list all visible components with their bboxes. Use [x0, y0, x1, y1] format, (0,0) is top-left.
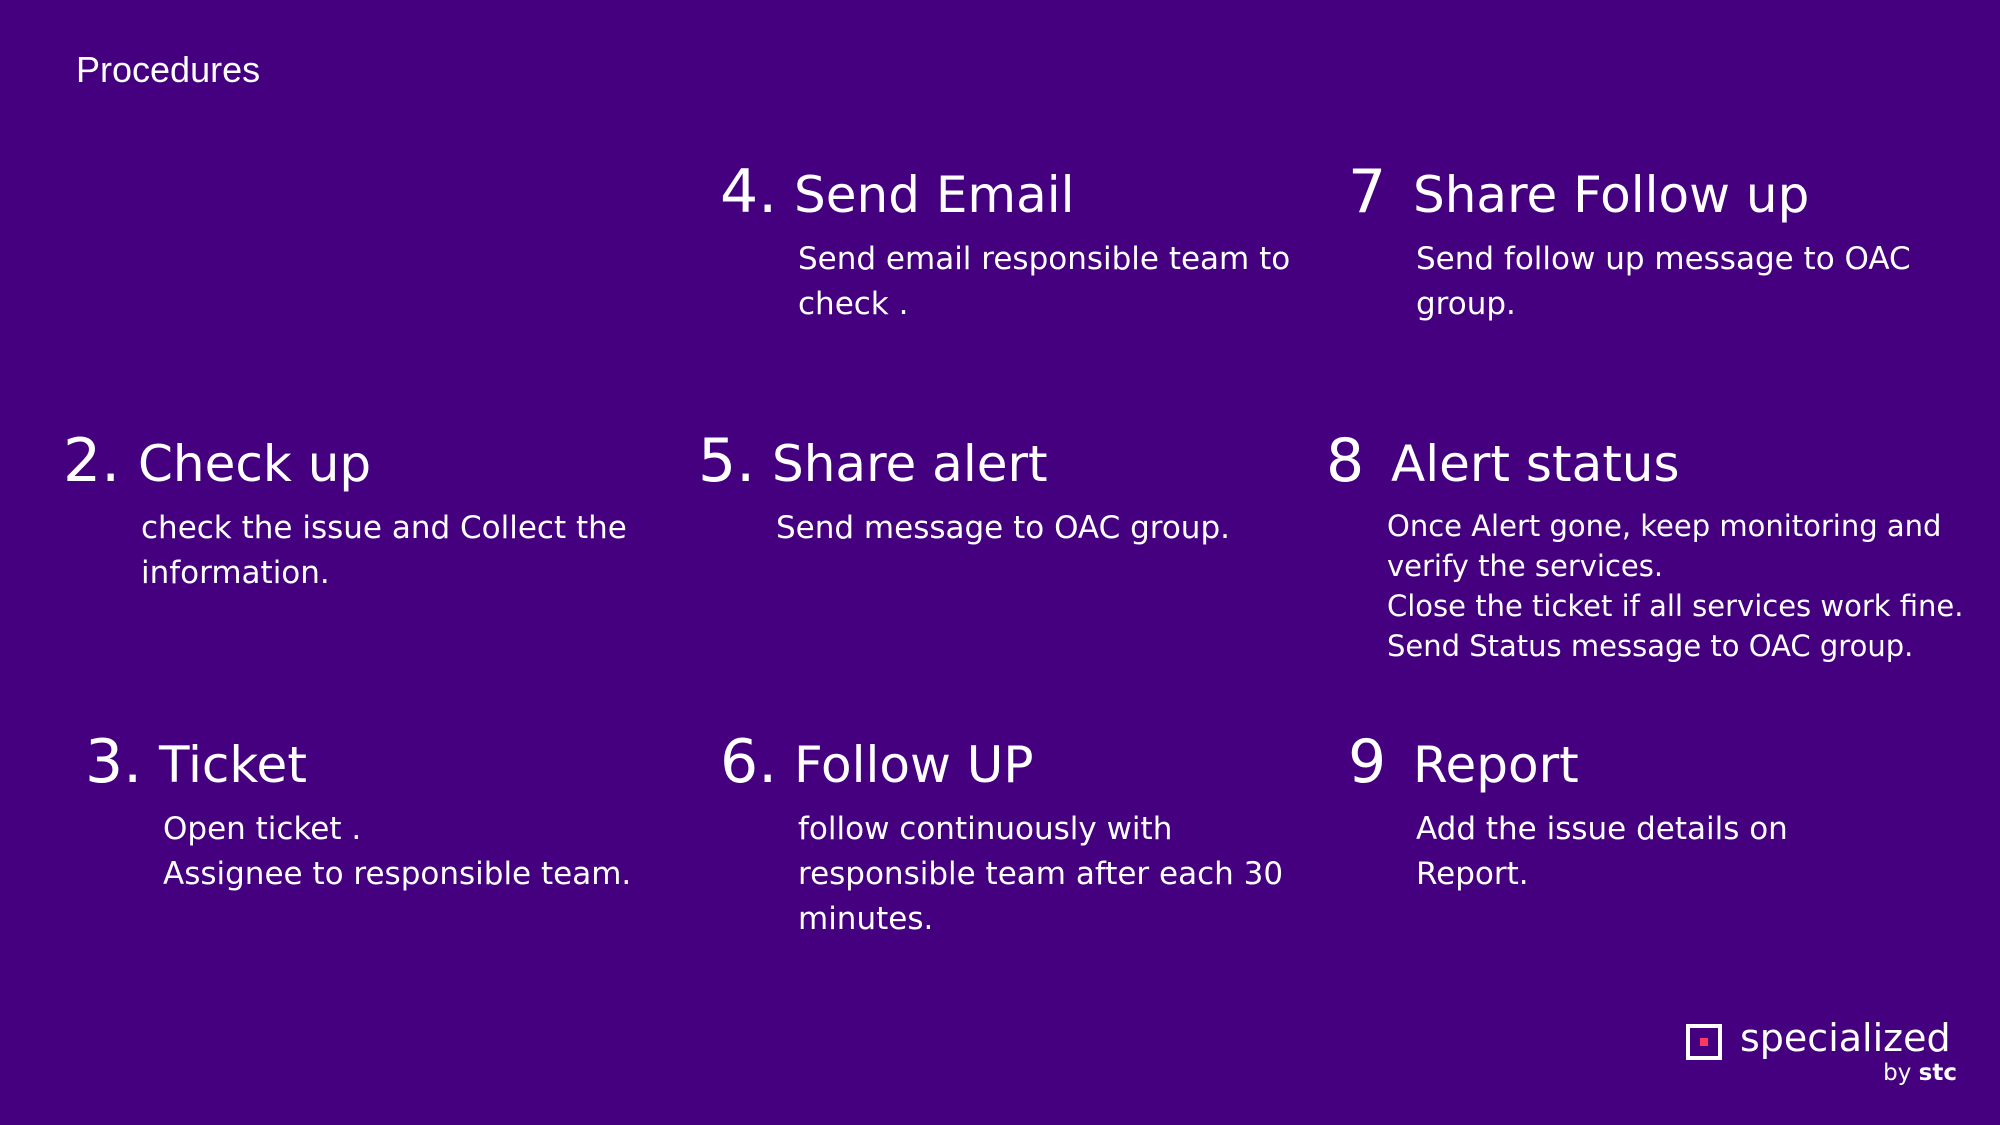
- step-description-line: Once Alert gone, keep monitoring and: [1387, 509, 1942, 543]
- step-description: Send message to OAC group.: [776, 506, 1230, 551]
- step-description-line: Send message to OAC group.: [776, 510, 1230, 546]
- step-title: Share alert: [772, 435, 1048, 493]
- step-description: Add the issue details on Report.: [1416, 807, 1788, 897]
- step-description-line: responsible team after each 30: [798, 856, 1284, 892]
- logo-brand: stc: [1918, 1060, 1957, 1086]
- step-number: 9: [1348, 727, 1387, 797]
- step-description-line: check .: [798, 286, 909, 322]
- step-number: 4.: [720, 157, 778, 227]
- step-description-line: minutes.: [798, 901, 934, 937]
- step-description: Once Alert gone, keep monitoring and ver…: [1387, 506, 1964, 666]
- step-description-line: check the issue and Collect the: [141, 510, 627, 546]
- step-title: Report: [1413, 736, 1579, 794]
- step-title: Check up: [138, 435, 372, 493]
- step-number: 8: [1326, 426, 1365, 496]
- logo-wordmark: specialized: [1740, 1016, 1951, 1060]
- logo-by-text: by: [1883, 1060, 1912, 1086]
- step-description-line: follow continuously with: [798, 811, 1173, 847]
- step-description-line: information.: [141, 555, 330, 591]
- step-title: Send Email: [794, 166, 1075, 224]
- step-description: Open ticket . Assignee to responsible te…: [163, 807, 631, 897]
- step-description-line: verify the services.: [1387, 549, 1664, 583]
- square-logo-icon: [1686, 1024, 1722, 1060]
- brand-logo: specialized by stc: [1686, 1016, 1961, 1090]
- step-description-line: group.: [1416, 286, 1516, 322]
- step-description: Send follow up message to OAC group.: [1416, 237, 1911, 327]
- step-title: Ticket: [159, 736, 307, 794]
- page-title: Procedures: [76, 49, 261, 90]
- logo-accent-dot: [1700, 1038, 1708, 1046]
- step-number: 7: [1348, 157, 1387, 227]
- step-description: check the issue and Collect the informat…: [141, 506, 627, 596]
- step-description: Send email responsible team to check .: [798, 237, 1290, 327]
- step-number: 6.: [720, 727, 778, 797]
- step-title: Follow UP: [794, 736, 1034, 794]
- step-description-line: Send email responsible team to: [798, 241, 1291, 277]
- step-number: 5.: [698, 426, 756, 496]
- step-number: 2.: [63, 426, 121, 496]
- logo-byline: by stc: [1883, 1058, 1957, 1088]
- step-description-line: Send Status message to OAC group.: [1387, 629, 1914, 663]
- step-title: Share Follow up: [1413, 166, 1810, 224]
- step-description-line: Assignee to responsible team.: [163, 856, 632, 892]
- step-description-line: Send follow up message to OAC: [1416, 241, 1911, 277]
- step-description: follow continuously with responsible tea…: [798, 807, 1283, 942]
- step-description-line: Report.: [1416, 856, 1529, 892]
- step-description-line: Open ticket .: [163, 811, 362, 847]
- step-description-line: Close the ticket if all services work fi…: [1387, 589, 1964, 623]
- step-number: 3.: [85, 727, 143, 797]
- step-description-line: Add the issue details on: [1416, 811, 1788, 847]
- step-title: Alert status: [1391, 435, 1680, 493]
